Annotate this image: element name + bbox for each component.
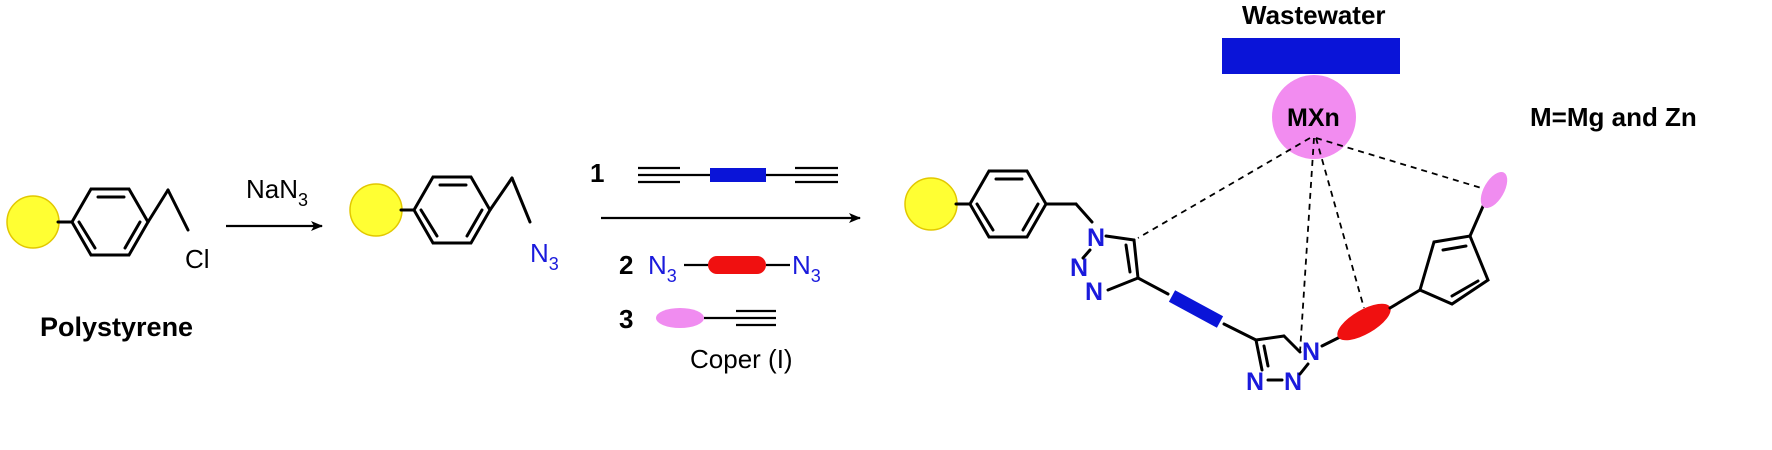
alkyne-pink-group — [656, 308, 776, 328]
svg-text:N3: N3 — [648, 250, 677, 286]
polystyrene-label: Polystyrene — [40, 312, 193, 342]
red-linker-segment — [1337, 303, 1391, 341]
triazole-ring-2: N N N — [1246, 334, 1320, 396]
metal-complex-circle — [1272, 75, 1356, 159]
click-reagents: 1 2 N3 N3 3 — [590, 158, 861, 374]
polymer-bead — [904, 177, 958, 231]
product-framework: Wastewater MXn M=Mg and Zn N N N — [904, 0, 1697, 396]
coordination-lines — [1137, 137, 1489, 353]
reagent-1-number: 1 — [590, 158, 604, 188]
diazide-red-linker — [684, 256, 790, 274]
reagent-subscript: 3 — [298, 190, 308, 210]
diazide-left-sub: 3 — [667, 266, 677, 286]
diazide-right-n: N — [792, 250, 811, 280]
wastewater-label: Wastewater — [1242, 0, 1386, 30]
svg-text:NaN3: NaN3 — [246, 174, 308, 210]
chlorine-label: Cl — [185, 244, 210, 274]
wastewater-bar — [1222, 38, 1400, 74]
svg-text:N: N — [1087, 224, 1105, 252]
svg-text:N: N — [1284, 368, 1302, 396]
svg-text:N: N — [1070, 254, 1088, 282]
svg-text:N: N — [1085, 278, 1103, 306]
svg-text:N3: N3 — [530, 238, 559, 274]
azide-subscript: 3 — [549, 254, 559, 274]
dialkyne-blue-linker — [638, 166, 838, 184]
reagent-nan-label: NaN — [246, 174, 298, 204]
step-azidation: NaN3 — [226, 174, 323, 231]
svg-text:N: N — [1302, 338, 1320, 366]
catalyst-label: Coper (I) — [690, 344, 793, 374]
polymer-bead — [6, 195, 60, 249]
reagent-2-number: 2 — [619, 250, 633, 280]
diazide-right-sub: 3 — [811, 266, 821, 286]
polymer-bead — [349, 183, 403, 237]
blue-linker-segment — [1168, 290, 1224, 328]
svg-text:N: N — [1246, 368, 1264, 396]
polystyrene-chloride: Cl Polystyrene — [6, 187, 210, 342]
azide-n-label: N — [530, 238, 549, 268]
pink-terminal-group — [1480, 171, 1508, 209]
metal-complex-label: MXn — [1287, 104, 1340, 132]
metal-note: M=Mg and Zn — [1530, 102, 1697, 132]
polystyrene-azide: N3 — [349, 175, 559, 274]
reagent-3-number: 3 — [619, 304, 633, 334]
diazide-left-n: N — [648, 250, 667, 280]
triazole-ring-1: N N N — [1070, 224, 1140, 306]
svg-text:N3: N3 — [792, 250, 821, 286]
cyclopentene-ring — [1418, 234, 1490, 306]
